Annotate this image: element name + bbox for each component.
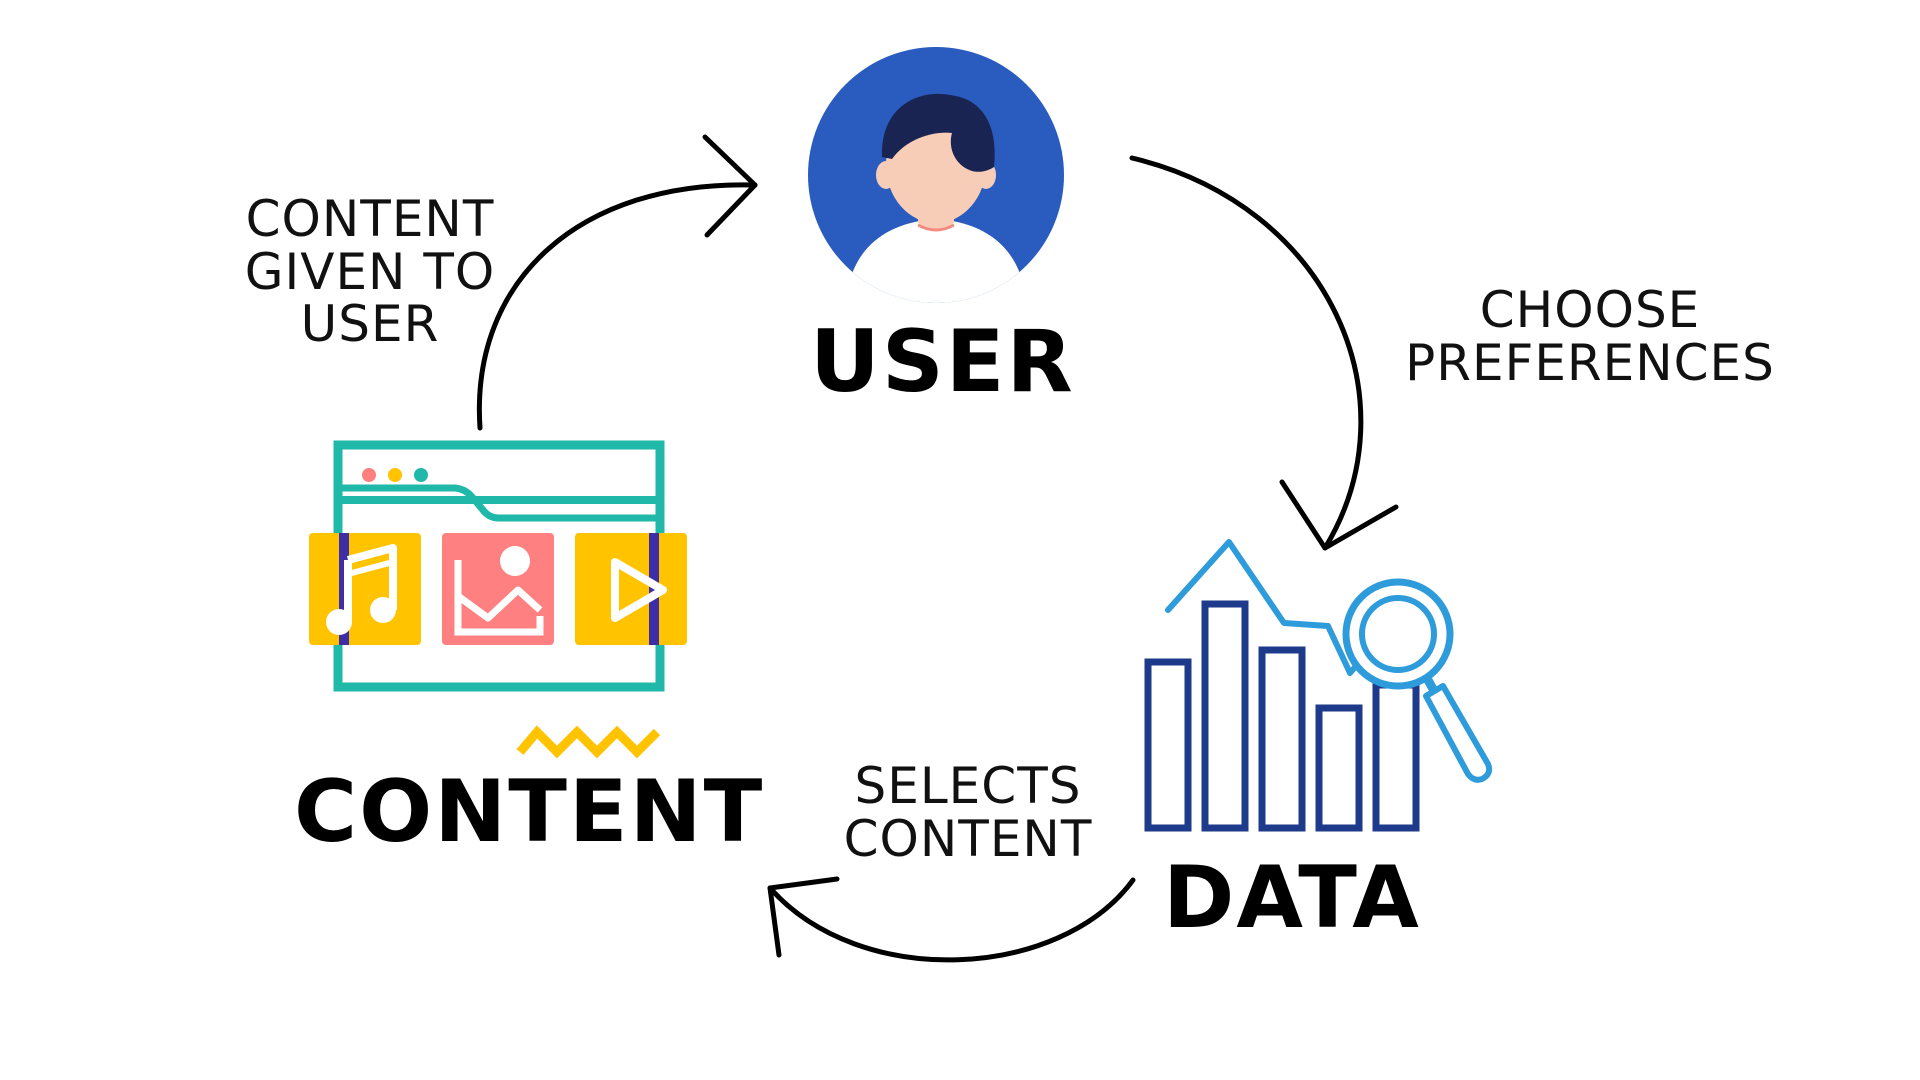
edge-label-data-to-content: SELECTS CONTENT	[818, 760, 1118, 865]
node-title-data: DATA	[1163, 848, 1421, 948]
edge-label-line: GIVEN TO	[244, 242, 496, 301]
window-dot-teal	[414, 468, 428, 482]
arrowhead-data-to-content	[767, 876, 840, 958]
edge-label-line: SELECTS	[854, 757, 1082, 815]
edge-label-line: USER	[300, 295, 440, 353]
arrow-content-to-user	[476, 182, 758, 431]
arrowhead-content-to-user	[702, 134, 758, 238]
arrow-data-to-content	[767, 877, 1136, 963]
edge-label-line: CONTENT	[245, 190, 495, 248]
edge-label-line: PREFERENCES	[1405, 333, 1775, 392]
edge-label-line: CHOOSE	[1479, 281, 1701, 339]
bar-chart-magnifier-icon	[1144, 539, 1493, 832]
arrowhead-user-to-data	[1279, 479, 1399, 551]
media-browser-window-icon	[309, 440, 687, 692]
user-avatar-icon	[808, 47, 1064, 303]
window-dot-red	[362, 468, 376, 482]
node-title-content: CONTENT	[294, 762, 765, 862]
magnifier-icon	[1342, 578, 1493, 783]
edge-label-user-to-data: CHOOSE PREFERENCES	[1380, 284, 1800, 389]
zigzag-accent	[516, 725, 661, 759]
window-dot-yellow	[388, 468, 402, 482]
music-note-icon	[309, 533, 421, 645]
play-icon	[575, 533, 687, 645]
node-title-user: USER	[810, 312, 1075, 412]
edge-label-line: CONTENT	[843, 809, 1093, 868]
image-icon	[442, 533, 554, 645]
arrow-user-to-data	[1129, 155, 1364, 551]
edge-label-content-to-user: CONTENT GIVEN TO USER	[232, 193, 508, 351]
